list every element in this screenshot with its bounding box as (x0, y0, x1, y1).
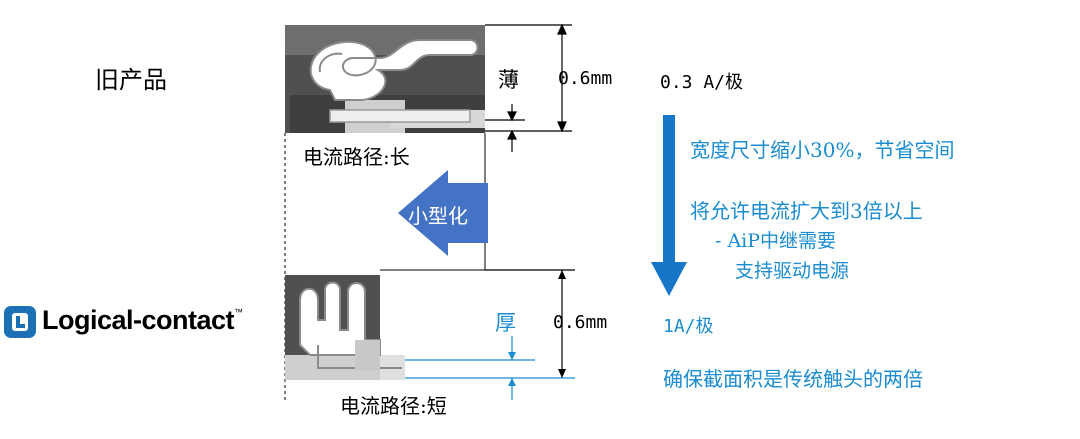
new-current-value: 1A/极 (663, 316, 714, 337)
down-arrow (651, 115, 687, 296)
old-product-cross-section (285, 25, 488, 133)
new-product-cross-section (285, 275, 405, 380)
benefit-aip: - AiP中继需要 (715, 230, 837, 252)
old-product-label: 旧产品 (95, 66, 167, 94)
cross-section-note: 确保截面积是传统触头的两倍 (663, 367, 923, 391)
old-current-value: 0.3 A/极 (660, 72, 744, 93)
benefit-width: 宽度尺寸缩小30%，节省空间 (690, 138, 955, 162)
logo-text: Logical-contact™ (42, 305, 243, 335)
miniaturize-arrow (398, 170, 488, 256)
new-path-label: 电流路径:短 (340, 394, 447, 418)
miniaturize-label: 小型化 (408, 204, 468, 228)
new-thickness-value: 0.6mm (553, 312, 608, 333)
old-thickness-value: 0.6mm (558, 68, 613, 89)
benefit-drive-power: 支持驱动电源 (735, 260, 850, 282)
thick-label: 厚 (495, 311, 516, 335)
new-thickness-dimension (405, 269, 575, 400)
benefit-current: 将允许电流扩大到3倍以上 (690, 199, 923, 223)
thin-label: 薄 (498, 68, 519, 92)
old-path-label: 电流路径:长 (303, 145, 410, 169)
logical-contact-logo-icon (4, 306, 36, 338)
old-thickness-dimension (485, 23, 572, 152)
